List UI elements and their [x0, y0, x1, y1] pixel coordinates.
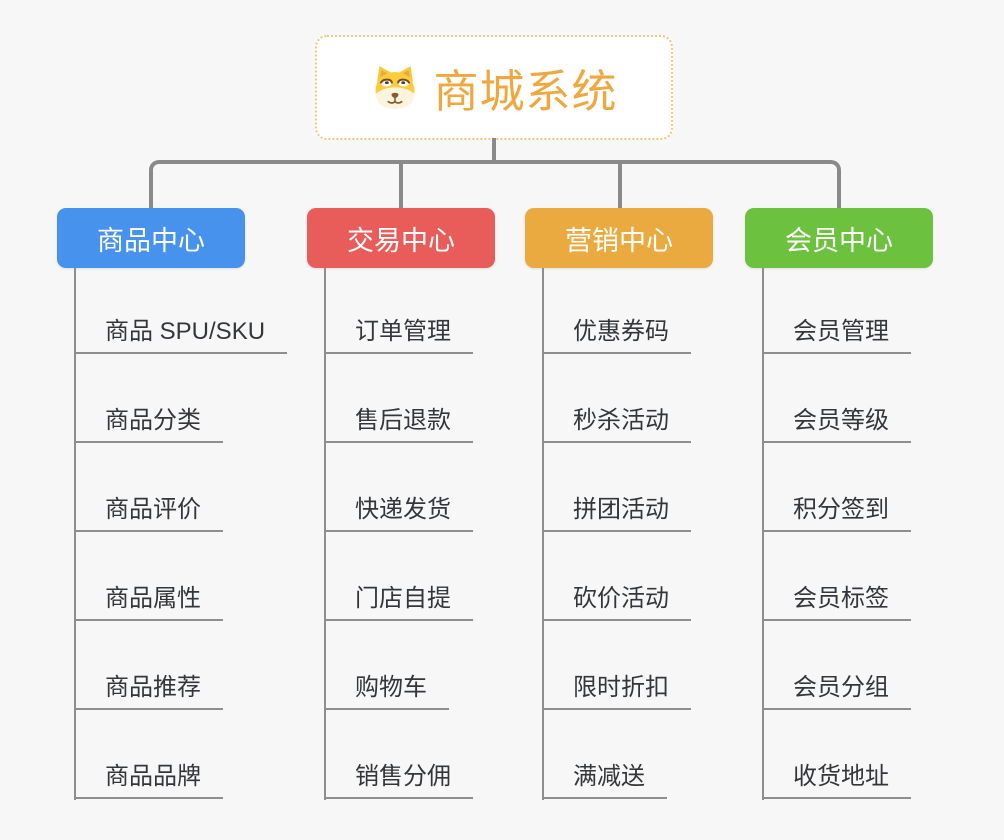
branch-item[interactable]: 购物车 — [324, 621, 449, 710]
branch-item-label: 会员管理 — [762, 318, 911, 354]
branch-item[interactable]: 满减送 — [542, 710, 667, 799]
branch-item[interactable]: 订单管理 — [324, 268, 473, 354]
branch-item-list: 商品 SPU/SKU 商品分类商品评价商品属性商品推荐商品品牌 — [74, 268, 288, 799]
branch-header[interactable]: 商品中心 — [57, 208, 245, 268]
branch-item[interactable]: 拼团活动 — [542, 443, 691, 532]
branch-item[interactable]: 会员分组 — [762, 621, 911, 710]
branch-item-label: 销售分佣 — [324, 763, 473, 799]
branch-item-label: 商品 SPU/SKU — [74, 318, 288, 354]
branch-item-label: 售后退款 — [324, 407, 473, 443]
branch-item-label: 会员分组 — [762, 674, 911, 710]
branch-spine-line — [74, 268, 76, 800]
branch-item[interactable]: 商品推荐 — [74, 621, 223, 710]
connector-root-drop — [492, 138, 496, 162]
branch-item[interactable]: 优惠券码 — [542, 268, 691, 354]
branch-item-label: 限时折扣 — [542, 674, 691, 710]
branch-item-label: 商品分类 — [74, 407, 223, 443]
branch-spine-line — [542, 268, 544, 800]
branch-item-label: 订单管理 — [324, 318, 473, 354]
branch-item[interactable]: 销售分佣 — [324, 710, 473, 799]
branch-item-label: 收货地址 — [762, 763, 911, 799]
branch-item[interactable]: 商品品牌 — [74, 710, 223, 799]
branch-item-label: 优惠券码 — [542, 318, 691, 354]
connector-horizontal-bar — [149, 160, 841, 208]
branch-item-list: 订单管理售后退款快递发货门店自提购物车销售分佣 — [324, 268, 473, 799]
branch-item[interactable]: 秒杀活动 — [542, 354, 691, 443]
branch-item-label: 会员等级 — [762, 407, 911, 443]
branch-item[interactable]: 商品评价 — [74, 443, 223, 532]
branch-item-label: 砍价活动 — [542, 585, 691, 621]
branch-item-list: 会员管理会员等级积分签到会员标签会员分组收货地址 — [762, 268, 911, 799]
connector-drop-branch-2 — [399, 163, 403, 208]
branch-header[interactable]: 会员中心 — [745, 208, 933, 268]
branch-item-label: 购物车 — [324, 674, 449, 710]
shiba-dog-face-icon — [375, 65, 416, 109]
branch-item[interactable]: 积分签到 — [762, 443, 911, 532]
branch-item-label: 会员标签 — [762, 585, 911, 621]
branch-item-label: 商品品牌 — [74, 763, 223, 799]
branch-item[interactable]: 商品分类 — [74, 354, 223, 443]
branch-spine-line — [324, 268, 326, 800]
branch-item[interactable]: 限时折扣 — [542, 621, 691, 710]
branch-item-label: 满减送 — [542, 763, 667, 799]
branch-header[interactable]: 交易中心 — [307, 208, 495, 268]
branch-header[interactable]: 营销中心 — [525, 208, 713, 268]
branch-item[interactable]: 会员管理 — [762, 268, 911, 354]
branch-item-label: 拼团活动 — [542, 496, 691, 532]
branch-item-label: 商品推荐 — [74, 674, 223, 710]
branch-item[interactable]: 会员标签 — [762, 532, 911, 621]
root-node-title: 商城系统 — [433, 66, 618, 117]
branch-item[interactable]: 快递发货 — [324, 443, 473, 532]
branch-item[interactable]: 会员等级 — [762, 354, 911, 443]
branch-item[interactable]: 门店自提 — [324, 532, 473, 621]
branch-item-label: 积分签到 — [762, 496, 911, 532]
branch-item-list: 优惠券码秒杀活动拼团活动砍价活动限时折扣满减送 — [542, 268, 691, 799]
branch-item-label: 快递发货 — [324, 496, 473, 532]
branch-spine-line — [762, 268, 764, 800]
branch-item[interactable]: 商品 SPU/SKU — [74, 268, 288, 354]
connector-drop-branch-3 — [618, 163, 622, 208]
branch-item-label: 秒杀活动 — [542, 407, 691, 443]
root-node[interactable]: 商城系统 — [315, 35, 673, 140]
branch-item[interactable]: 收货地址 — [762, 710, 911, 799]
branch-item-label: 门店自提 — [324, 585, 473, 621]
branch-item[interactable]: 砍价活动 — [542, 532, 691, 621]
branch-item[interactable]: 商品属性 — [74, 532, 223, 621]
branch-item-label: 商品属性 — [74, 585, 223, 621]
branch-item-label: 商品评价 — [74, 496, 223, 532]
branch-item[interactable]: 售后退款 — [324, 354, 473, 443]
